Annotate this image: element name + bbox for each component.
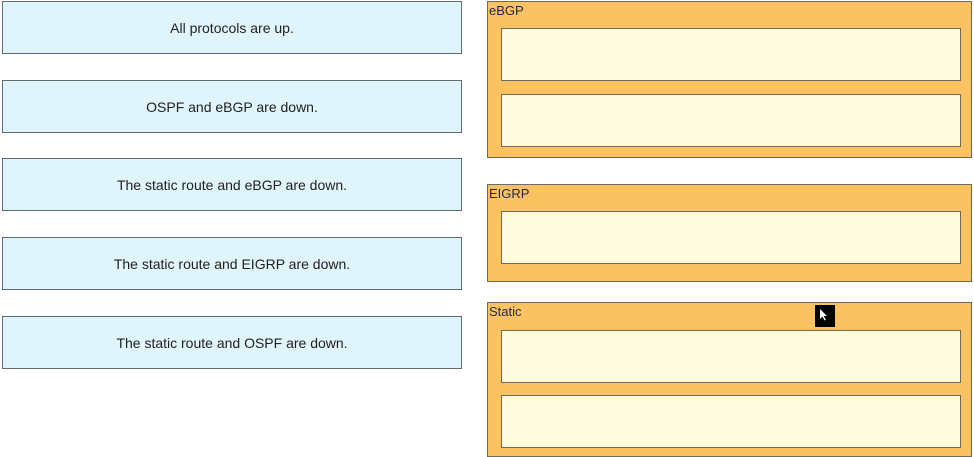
- group-ebgp: eBGP: [487, 1, 972, 158]
- option-static-ebgp-down[interactable]: The static route and eBGP are down.: [2, 158, 462, 211]
- option-label: OSPF and eBGP are down.: [146, 98, 318, 115]
- drop-slot-ebgp-1[interactable]: [501, 28, 961, 81]
- group-title-ebgp: eBGP: [489, 3, 524, 18]
- option-static-ospf-down[interactable]: The static route and OSPF are down.: [2, 316, 462, 369]
- option-label: All protocols are up.: [170, 19, 294, 36]
- group-title-static: Static: [489, 304, 522, 319]
- option-label: The static route and OSPF are down.: [116, 334, 348, 351]
- mouse-pointer-icon: [815, 305, 835, 327]
- drop-slot-ebgp-2[interactable]: [501, 94, 961, 147]
- option-all-protocols-up[interactable]: All protocols are up.: [2, 1, 462, 54]
- option-label: The static route and EIGRP are down.: [113, 255, 351, 272]
- group-title-eigrp: EIGRP: [489, 186, 530, 201]
- option-static-eigrp-down[interactable]: The static route and EIGRP are down.: [2, 237, 462, 290]
- group-static: Static: [487, 302, 972, 457]
- drop-slot-eigrp-1[interactable]: [501, 211, 961, 264]
- option-ospf-ebgp-down[interactable]: OSPF and eBGP are down.: [2, 80, 462, 133]
- group-eigrp: EIGRP: [487, 184, 972, 282]
- drop-slot-static-2[interactable]: [501, 395, 961, 448]
- option-label: The static route and eBGP are down.: [116, 176, 348, 193]
- drop-slot-static-1[interactable]: [501, 330, 961, 383]
